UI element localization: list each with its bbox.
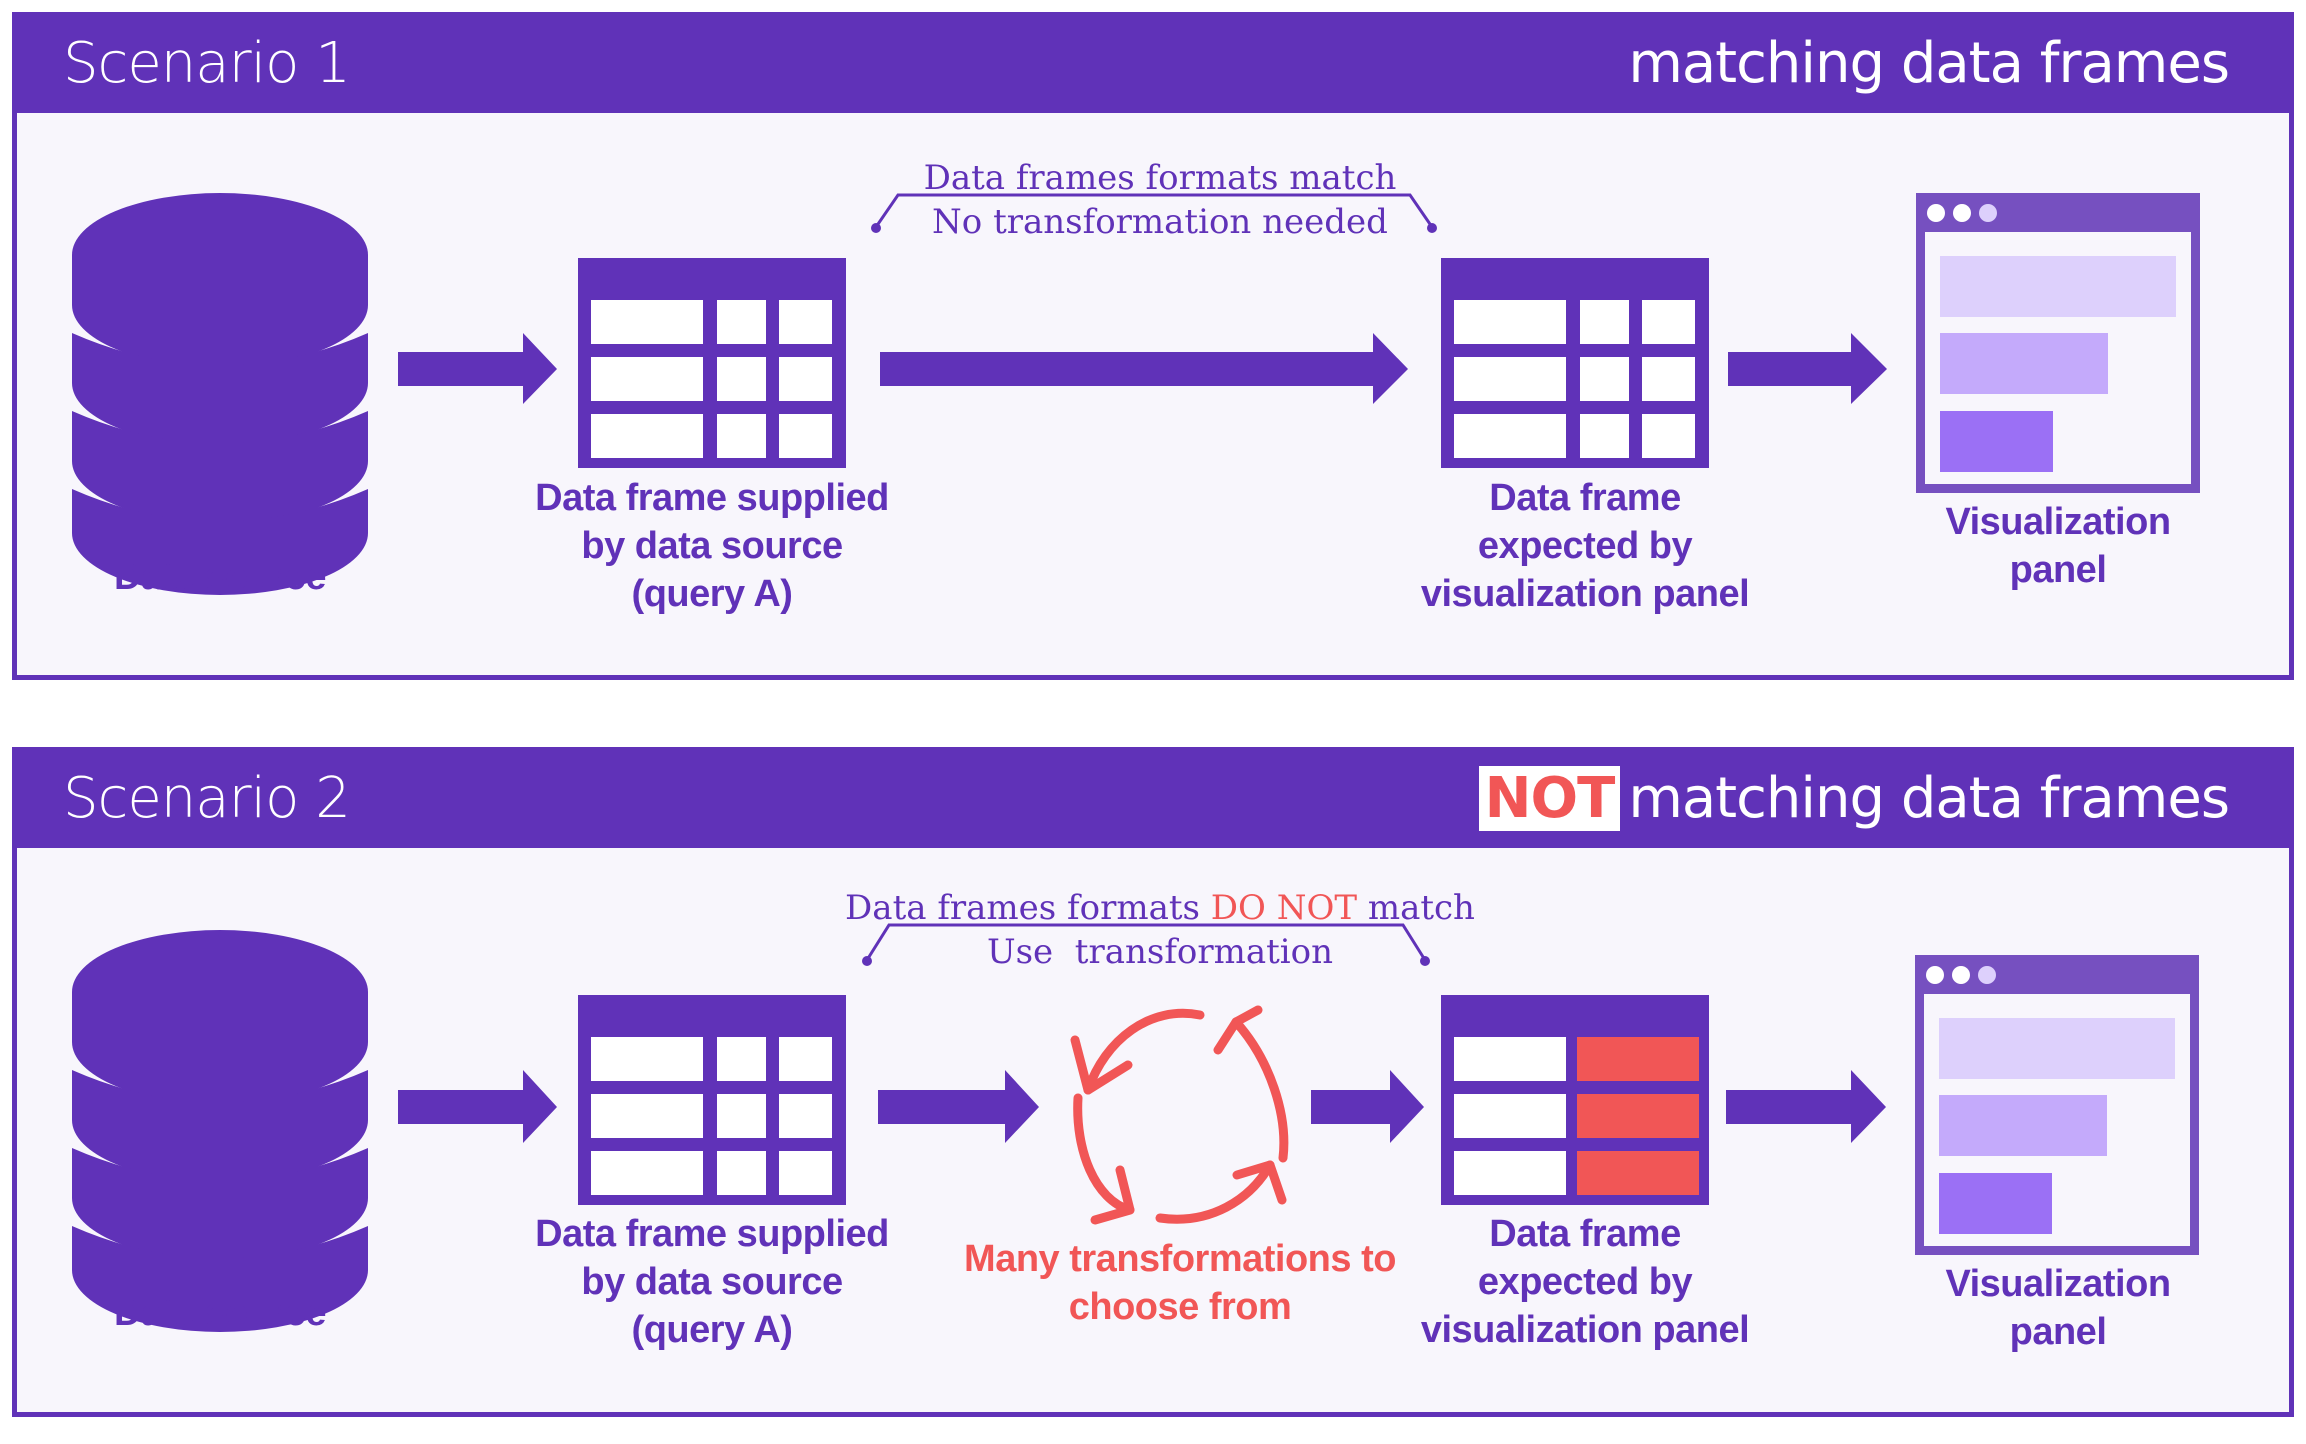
window-chart-icon (1915, 955, 2199, 1255)
cycle-arrows-icon (1070, 1005, 1289, 1225)
brace-dot (1420, 956, 1430, 966)
note-text: Data frames formats (845, 888, 1211, 928)
table-icon (1441, 258, 1709, 468)
label-line: panel (2009, 549, 2107, 591)
label-line: Data frame supplied (535, 477, 889, 519)
table-icon-mismatched (1441, 995, 1709, 1205)
arrow-right-icon (1726, 1070, 1886, 1143)
scenario-title: Scenario 2 (63, 766, 351, 831)
brace-line (874, 193, 1434, 228)
arrow-right-icon (398, 333, 557, 404)
label-line: Data frame supplied (535, 1213, 889, 1255)
label-line: Data frame (1489, 1213, 1681, 1255)
label-data-source: Data source (113, 1292, 327, 1334)
label-line: Many transformations to (964, 1238, 1396, 1280)
brace-dot (871, 223, 881, 233)
label-expected-frame: Data frame expected by visualization pan… (1375, 474, 1795, 618)
label-line: (query A) (631, 1309, 793, 1351)
arrow-right-icon (1311, 1070, 1424, 1143)
label-data-source: Data source (113, 556, 327, 598)
table-icon (578, 258, 846, 468)
note-line-2: No transformation needed (932, 202, 1388, 242)
brace-line (865, 923, 1427, 961)
note-mismatch: Data frames formats DO NOT match Use tra… (820, 886, 1500, 974)
header-subtitle-text: matching data frames (1628, 766, 2230, 831)
label-viz-panel: Visualization panel (1858, 1260, 2258, 1356)
arrow-right-icon (1728, 333, 1887, 404)
window-chart-icon (1916, 193, 2200, 493)
label-line: (query A) (631, 573, 793, 615)
scenario-1-panel: Scenario 1 matching data frames (12, 12, 2294, 680)
table-icon (578, 995, 846, 1205)
label-supplied-frame: Data frame supplied by data source (quer… (502, 1210, 922, 1354)
note-match: Data frames formats match No transformat… (860, 156, 1460, 244)
label-line: choose from (1068, 1286, 1292, 1328)
brace-dot (1427, 223, 1437, 233)
scenario-title: Scenario 1 (63, 31, 351, 96)
not-badge: NOT (1478, 766, 1621, 831)
arrow-right-icon (878, 1070, 1039, 1143)
arrow-right-icon (880, 333, 1408, 404)
label-line: by data source (581, 525, 843, 567)
label-line: Visualization (1945, 501, 2171, 543)
label-line: Data frame (1489, 477, 1681, 519)
label-transformations: Many transformations to choose from (930, 1235, 1430, 1331)
label-expected-frame: Data frame expected by visualization pan… (1375, 1210, 1795, 1354)
brace-dot (862, 956, 872, 966)
label-line: visualization panel (1420, 1309, 1750, 1351)
note-text: match (1357, 888, 1475, 928)
database-icon (72, 193, 368, 595)
database-icon (72, 930, 368, 1332)
header-subtitle: matching data frames (1628, 31, 2230, 96)
note-line-1: Data frames formats match (923, 158, 1397, 198)
label-line: panel (2009, 1311, 2107, 1353)
label-line: expected by (1477, 525, 1693, 567)
label-line: Visualization (1945, 1263, 2171, 1305)
label-line: expected by (1477, 1261, 1693, 1303)
label-line: by data source (581, 1261, 843, 1303)
note-line-2: Use transformation (986, 932, 1334, 972)
arrow-right-icon (398, 1070, 557, 1143)
note-do-not: DO NOT (1210, 888, 1358, 928)
label-line: visualization panel (1420, 573, 1750, 615)
scenario-1-header: Scenario 1 matching data frames (17, 17, 2289, 113)
label-supplied-frame: Data frame supplied by data source (quer… (502, 474, 922, 618)
note-line-1: Data frames formats DO NOT match (820, 886, 1500, 930)
label-viz-panel: Visualization panel (1858, 498, 2258, 594)
